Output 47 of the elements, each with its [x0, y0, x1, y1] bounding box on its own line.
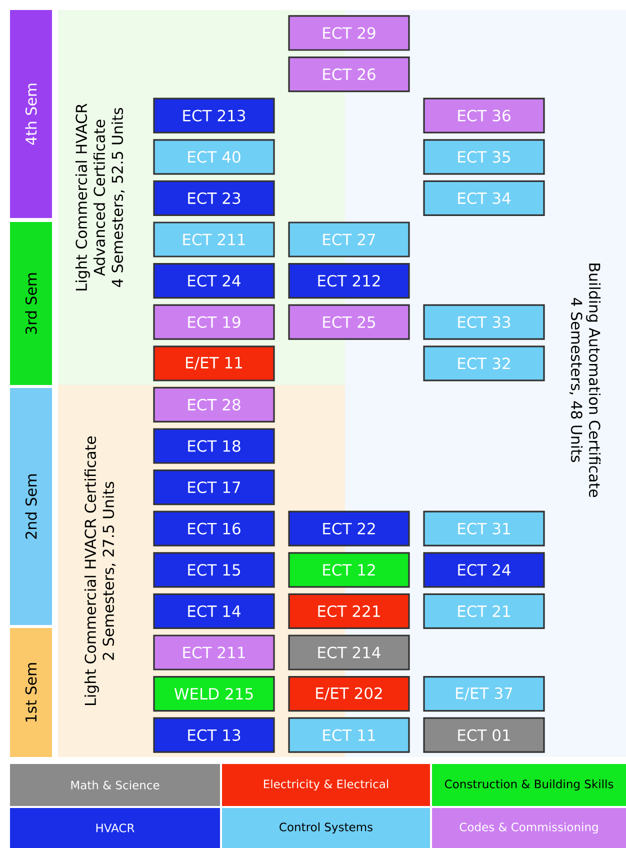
course-box: ECT 28	[153, 386, 275, 422]
course-box: ECT 211	[153, 222, 275, 258]
course-box: ECT 24	[153, 263, 275, 299]
course-box: ECT 35	[423, 139, 545, 175]
course-box: ECT 25	[288, 304, 410, 340]
course-box: ECT 40	[153, 139, 275, 175]
semester-band: 1st Sem	[10, 628, 52, 757]
course-box: ECT 18	[153, 428, 275, 464]
legend-item: Math & Science	[10, 764, 220, 806]
course-box: ECT 31	[423, 510, 545, 546]
course-box: E/ET 37	[423, 676, 545, 712]
course-box: ECT 211	[153, 634, 275, 670]
course-box: ECT 13	[153, 717, 275, 753]
course-box: ECT 32	[423, 346, 545, 382]
course-box: ECT 33	[423, 304, 545, 340]
semester-band: 2nd Sem	[10, 388, 52, 625]
course-box: ECT 17	[153, 470, 275, 506]
semester-band: 4th Sem	[10, 10, 52, 218]
course-box: ECT 34	[423, 180, 545, 216]
course-box: ECT 24	[423, 552, 545, 588]
course-box: ECT 214	[288, 634, 410, 670]
course-box: ECT 01	[423, 717, 545, 753]
course-box: ECT 26	[288, 56, 410, 92]
course-box: ECT 14	[153, 593, 275, 629]
legend-item: Electricity & Electrical	[222, 764, 430, 806]
course-box: ECT 21	[423, 593, 545, 629]
course-box: ECT 29	[288, 15, 410, 51]
course-box: ECT 213	[153, 98, 275, 134]
course-box: ECT 19	[153, 304, 275, 340]
course-box: ECT 36	[423, 98, 545, 134]
course-box: ECT 11	[288, 717, 410, 753]
legend-item: HVACR	[10, 808, 220, 848]
course-box: E/ET 11	[153, 346, 275, 382]
course-box: ECT 212	[288, 263, 410, 299]
course-box: WELD 215	[153, 676, 275, 712]
legend-item: Control Systems	[222, 808, 430, 848]
course-box: ECT 27	[288, 222, 410, 258]
course-box: ECT 22	[288, 510, 410, 546]
course-box: ECT 12	[288, 552, 410, 588]
semester-band: 3rd Sem	[10, 222, 52, 385]
course-box: ECT 16	[153, 510, 275, 546]
legend-item: Codes & Commissioning	[432, 808, 626, 848]
legend-item: Construction & Building Skills	[432, 764, 626, 806]
course-box: E/ET 202	[288, 676, 410, 712]
course-box: ECT 23	[153, 180, 275, 216]
course-box: ECT 221	[288, 593, 410, 629]
course-box: ECT 15	[153, 552, 275, 588]
